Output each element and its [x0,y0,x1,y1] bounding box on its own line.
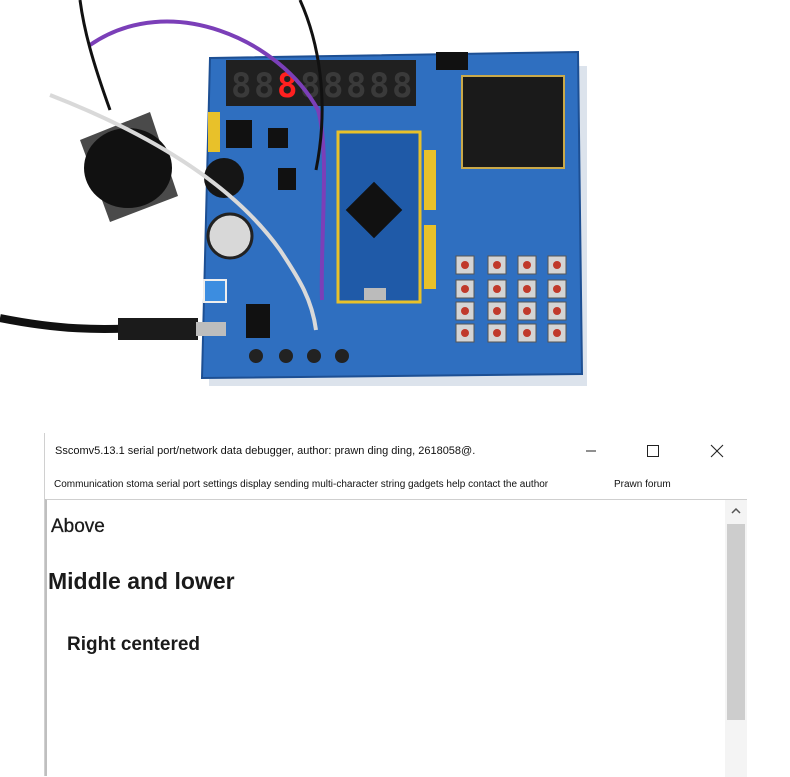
serial-debugger-window: Sscomv5.13.1 serial port/network data de… [44,433,747,777]
coin-battery [206,212,254,260]
buzzer [204,158,244,198]
svg-text:8: 8 [392,66,412,106]
receive-line-3: Right centered [67,634,201,655]
maximize-button[interactable] [633,437,673,465]
svg-text:8: 8 [231,66,251,106]
key-matrix [455,255,567,343]
vertical-scrollbar[interactable] [725,500,747,777]
svg-text:8: 8 [300,66,320,106]
menu-bar: Communication stoma serial port settings… [45,473,747,495]
window-title: Sscomv5.13.1 serial port/network data de… [55,445,476,457]
svg-text:8: 8 [346,66,366,106]
dev-board-photo: 8 8 8 8 8 8 8 8 [0,0,587,386]
maximize-icon [647,445,659,457]
minimize-icon [586,450,596,452]
power-switch [203,279,227,303]
usb-plug [118,318,198,340]
menu-item-prawn-forum[interactable]: Prawn forum [614,479,671,490]
svg-text:8: 8 [323,66,343,106]
scrollbar-thumb[interactable] [727,524,745,720]
svg-text:8: 8 [369,66,389,106]
title-bar: Sscomv5.13.1 serial port/network data de… [45,433,747,469]
receive-text-area[interactable]: Above Middle and lower Right centered [45,499,747,777]
close-icon [710,444,724,458]
receive-line-2: Middle and lower [48,568,235,594]
joystick-module [80,112,178,222]
scroll-up-button[interactable] [725,500,747,522]
receive-line-1: Above [51,516,105,537]
menu-items[interactable]: Communication stoma serial port settings… [54,479,549,490]
close-button[interactable] [697,437,737,465]
lcd-module [461,75,565,169]
minimize-button[interactable] [571,437,611,465]
svg-text:8: 8 [254,66,274,106]
chevron-up-icon [731,507,741,514]
